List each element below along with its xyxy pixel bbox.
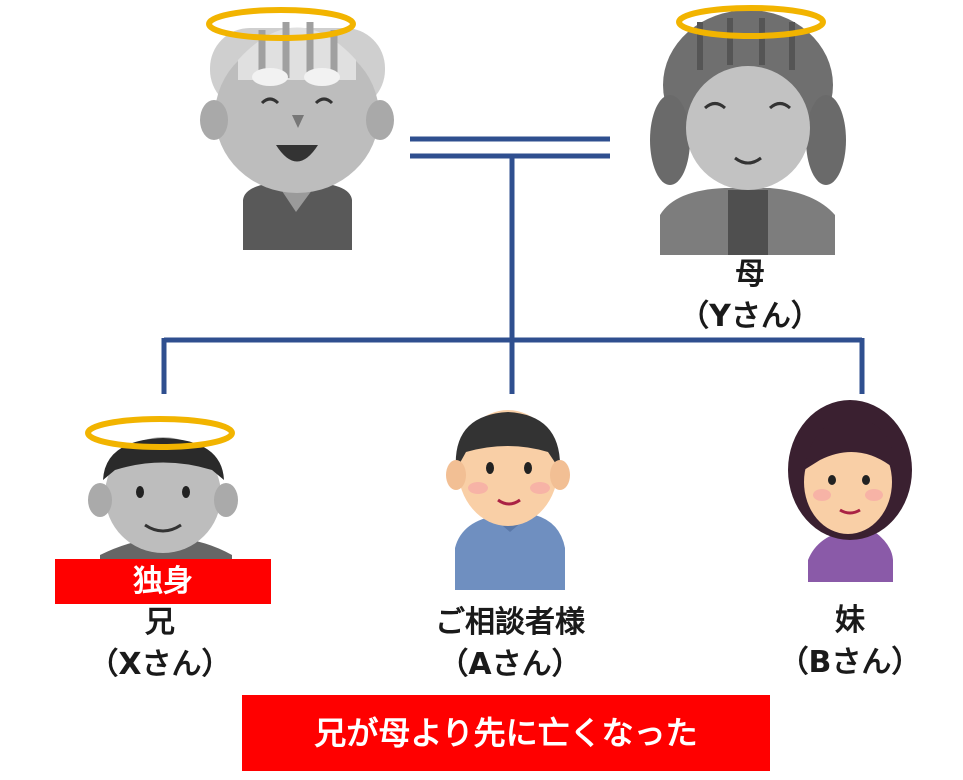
client-role-label: ご相談者様 [435, 605, 585, 640]
sister-figure [788, 400, 912, 582]
mother-name-label: （Yさん） [679, 299, 821, 334]
father-figure [200, 22, 394, 250]
client-name-label: （Aさん） [438, 647, 582, 682]
client-figure [446, 410, 570, 590]
mother-role-label: 母 [735, 257, 765, 292]
brother-figure [88, 437, 238, 560]
mother-halo [676, 5, 826, 39]
brother-halo [85, 416, 235, 450]
sister-role-label: 妹 [835, 603, 865, 638]
relationship-lines [161, 136, 865, 394]
brother-role-label: 兄 [145, 605, 175, 640]
caption-banner: 兄が母より先に亡くなった [242, 695, 770, 771]
brother-status-tag: 独身 [55, 559, 271, 604]
mother-figure [650, 10, 846, 255]
sister-name-label: （Bさん） [778, 645, 922, 680]
brother-name-label: （Xさん） [88, 647, 232, 682]
father-halo [206, 7, 356, 41]
